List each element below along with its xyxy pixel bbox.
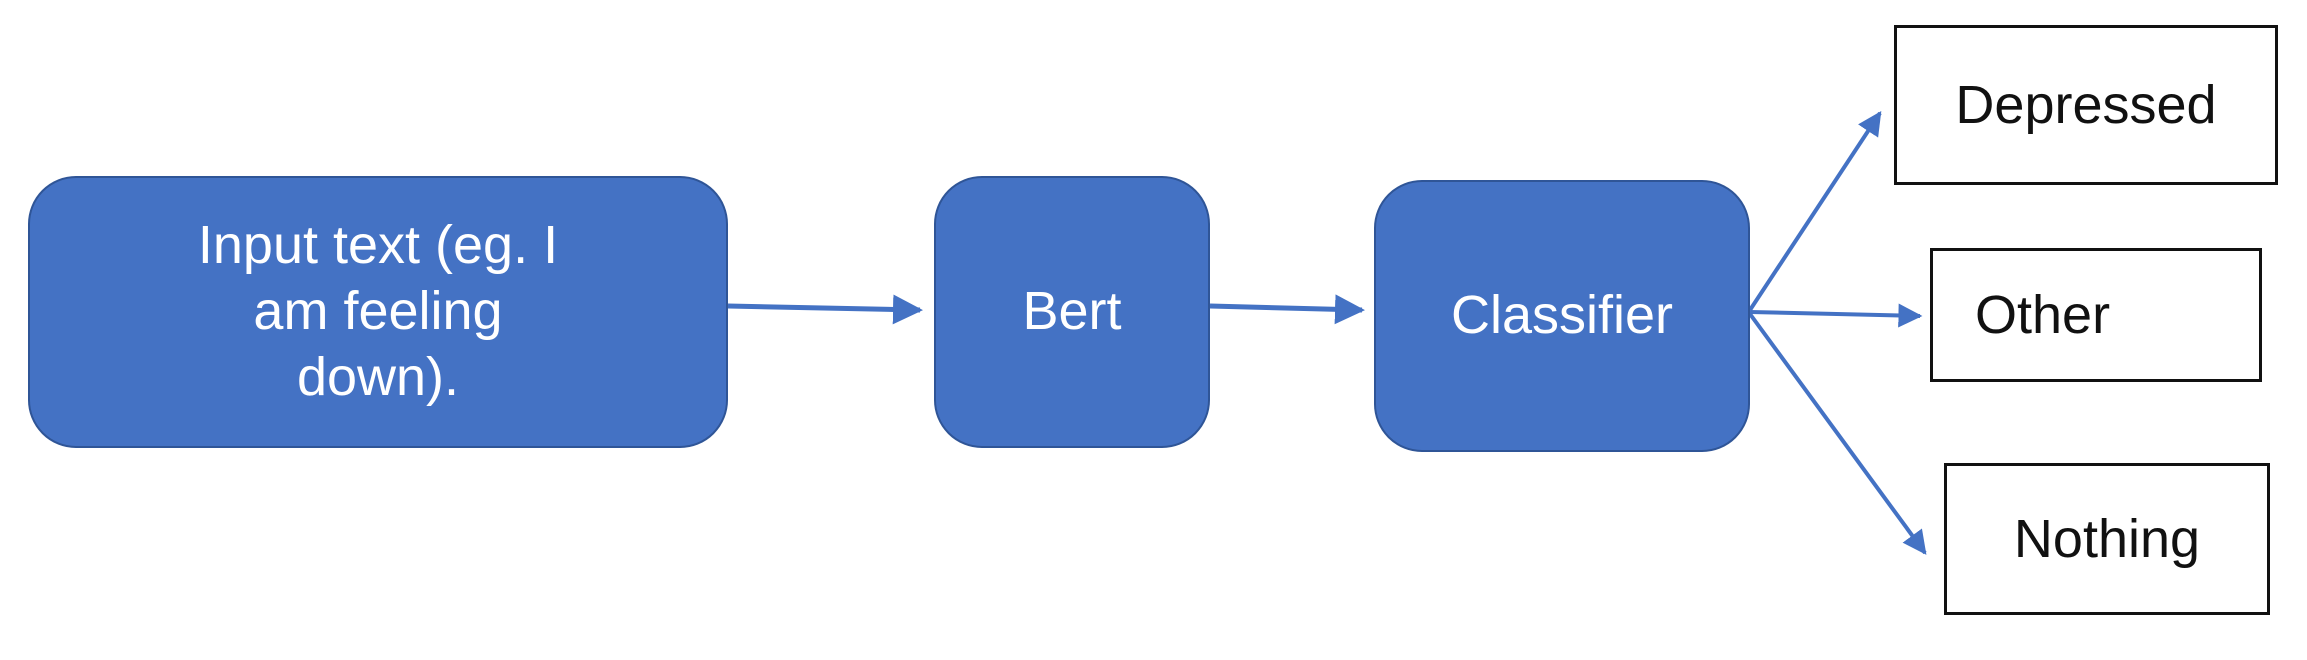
nothing-label: Nothing	[2013, 509, 2201, 569]
bert-label: Bert	[1022, 281, 1122, 342]
arrow-classifier-to-nothing	[1748, 312, 1927, 555]
arrow-bert-to-classifier	[1209, 294, 1365, 325]
arrow-classifier-to-depressed	[1748, 110, 1882, 312]
classifier-node: Classifier	[1374, 180, 1750, 452]
output-depressed-node: Depressed	[1894, 25, 2278, 185]
arrow-input-to-bert	[727, 294, 923, 325]
input-text-label: Input text (eg. I am feeling down).	[197, 215, 559, 407]
bert-node: Bert	[934, 176, 1210, 448]
input-text-node: Input text (eg. I am feeling down).	[28, 176, 728, 448]
classifier-label: Classifier	[1450, 285, 1674, 346]
depressed-label: Depressed	[1955, 75, 2217, 135]
output-other-node: Other	[1930, 248, 2262, 382]
arrow-classifier-to-other	[1749, 303, 1923, 328]
other-label: Other	[1975, 285, 2111, 345]
output-nothing-node: Nothing	[1944, 463, 2270, 615]
